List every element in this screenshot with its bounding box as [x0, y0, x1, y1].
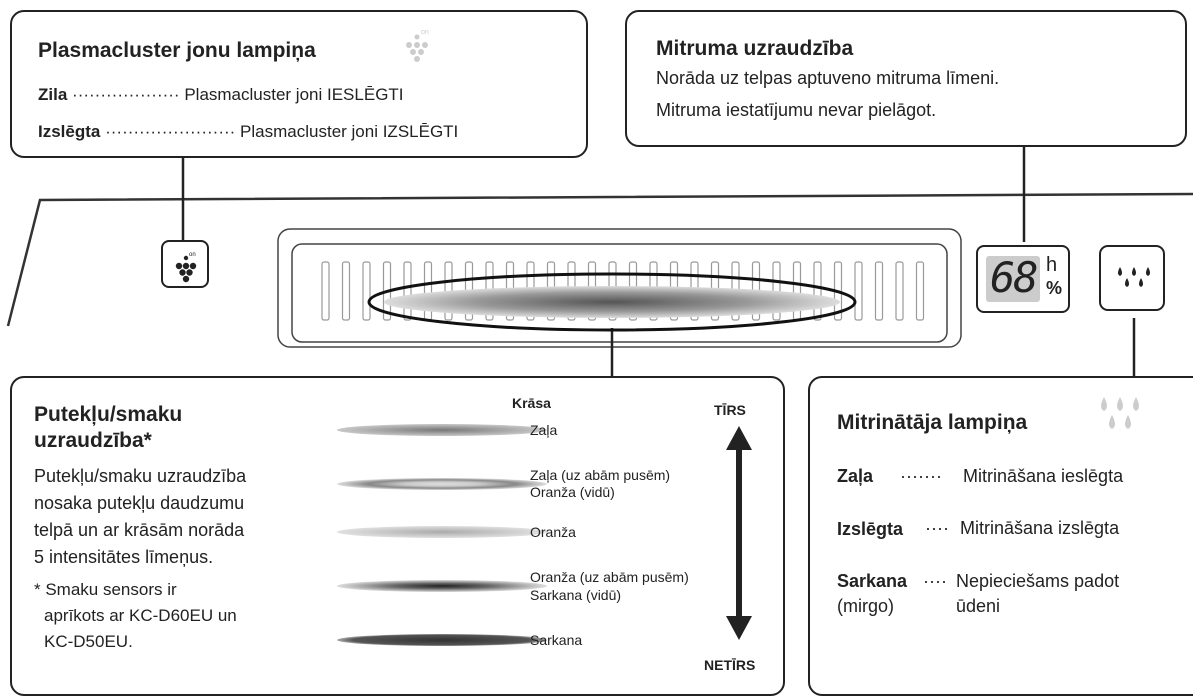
- humidifier-title: Mitrinātāja lampiņa: [837, 411, 1028, 434]
- water-drops-icon: [1101, 397, 1139, 429]
- grill-slot: [813, 261, 822, 321]
- humidifier-row0-dots: ·······: [900, 466, 942, 486]
- dust-level-4: Sarkana: [337, 632, 582, 648]
- humidifier-row2-sublabel: (mirgo): [837, 596, 894, 616]
- humidity-monitor-callout: Mitruma uzraudzība Norāda uz telpas aptu…: [625, 10, 1187, 147]
- plasmacluster-icon: on: [406, 29, 429, 62]
- humidifier-row2-dots: ····: [923, 571, 947, 591]
- device-panel: [6, 146, 1193, 378]
- dust-monitor-note-1: * Smaku sensors ir: [34, 580, 177, 599]
- grill-slot: [895, 261, 904, 321]
- dust-level-0-label: Zaļa: [530, 422, 557, 438]
- dust-monitor-title-line2: uzraudzība*: [34, 429, 152, 452]
- plasmacluster-row-on: Zila ··················· Plasmacluster j…: [38, 85, 404, 105]
- grill-slot: [321, 261, 330, 321]
- dust-monitor-title-line1: Putekļu/smaku: [34, 403, 183, 426]
- humidity-monitor-line1: Norāda uz telpas aptuveno mitruma līmeni…: [656, 68, 1000, 88]
- dust-level-2: Oranža: [337, 524, 576, 540]
- color-header: Krāsa: [512, 395, 551, 411]
- dust-monitor-desc-1: Putekļu/smaku uzraudzība: [34, 466, 247, 486]
- dust-level-4-label: Sarkana: [530, 632, 582, 648]
- svg-text:on: on: [421, 29, 429, 36]
- humidifier-row1-label: Izslēgta: [837, 519, 904, 539]
- dust-level-1: Zaļa (uz abām pusēm) Oranža (vidū): [337, 467, 670, 500]
- grill-slot: [915, 261, 925, 321]
- humidity-unit-percent: %: [1046, 278, 1063, 298]
- clean-label: TĪRS: [714, 402, 746, 418]
- grill-slot: [854, 261, 863, 321]
- humidifier-row2-desc1: Nepieciešams padot: [956, 571, 1120, 591]
- dust-level-scale: Zaļa Zaļa (uz abām pusēm) Oranža (vidū) …: [337, 422, 752, 648]
- dust-monitor-note-3: KC-D50EU.: [44, 632, 133, 651]
- dust-monitor-desc-3: telpā un ar krāsām norāda: [34, 520, 245, 540]
- humidity-monitor-line2: Mitruma iestatījumu nevar pielāgot.: [656, 100, 937, 120]
- grill-slot: [341, 261, 351, 321]
- humidity-monitor-title: Mitruma uzraudzība: [656, 37, 854, 60]
- dust-level-3-label-b: Sarkana (vidū): [530, 587, 621, 603]
- dust-level-3-label-a: Oranža (uz abām pusēm): [530, 569, 689, 585]
- plasmacluster-title: Plasmacluster jonu lampiņa: [38, 39, 316, 62]
- humidity-display: 68 h %: [976, 245, 1070, 313]
- dust-level-1-label-a: Zaļa (uz abām pusēm): [530, 467, 670, 483]
- humidifier-callout: Mitrinātāja lampiņa Zaļa ······· Mitrinā…: [808, 376, 1193, 696]
- humidity-unit-h: h: [1046, 254, 1058, 276]
- humidifier-row2-desc2: ūdeni: [956, 596, 1001, 616]
- plasmacluster-callout: Plasmacluster jonu lampiņa on Zila ·····…: [10, 10, 588, 158]
- dirty-label: NETĪRS: [704, 657, 756, 673]
- row-label: Izslēgta: [38, 122, 101, 141]
- dust-monitor-desc-4: 5 intensitātes līmeņus.: [34, 547, 214, 567]
- row-dots: ·······················: [105, 122, 236, 141]
- dust-monitor-note-2: aprīkots ar KC-D60EU un: [44, 606, 237, 625]
- humidifier-row1-desc: Mitrināšana izslēgta: [960, 518, 1120, 538]
- humidifier-button[interactable]: [1099, 245, 1165, 311]
- dust-lamp-glow: [384, 286, 840, 318]
- humidifier-row2-label: Sarkana: [837, 571, 908, 591]
- grill-slot: [874, 261, 884, 321]
- row-desc: Plasmacluster joni IESLĒGTI: [184, 85, 404, 104]
- dust-level-2-label: Oranža: [530, 524, 576, 540]
- row-label: Zila: [38, 85, 68, 104]
- svg-text:on: on: [189, 252, 196, 258]
- dust-monitor-desc-2: nosaka putekļu daudzumu: [34, 493, 245, 513]
- row-desc: Plasmacluster joni IZSLĒGTI: [240, 122, 459, 141]
- humidifier-row0-label: Zaļa: [837, 466, 874, 486]
- plasmacluster-icon: on: [175, 252, 197, 283]
- plasmacluster-row-off: Izslēgta ······················· Plasmac…: [38, 122, 458, 142]
- humidity-display-value: 68: [990, 253, 1039, 302]
- humidity-display-screen: [986, 256, 1040, 302]
- row-dots: ···················: [72, 85, 180, 104]
- grill-slot: [403, 261, 412, 321]
- dust-monitor-callout: Putekļu/smaku uzraudzība* Putekļu/smaku …: [10, 376, 785, 696]
- dust-level-3: Oranža (uz abām pusēm) Sarkana (vidū): [337, 569, 689, 603]
- dust-level-0: Zaļa: [337, 422, 557, 438]
- water-drops-icon: [1118, 267, 1150, 287]
- clean-dirty-double-arrow: [726, 426, 752, 640]
- dust-level-1-label-b: Oranža (vidū): [530, 484, 615, 500]
- dust-lamp-highlight-ring: [367, 272, 857, 332]
- humidifier-row0-desc: Mitrināšana ieslēgta: [963, 466, 1124, 486]
- plasmacluster-button[interactable]: on: [161, 240, 209, 288]
- humidifier-row1-dots: ····: [925, 518, 949, 538]
- grill-slot: [362, 261, 371, 321]
